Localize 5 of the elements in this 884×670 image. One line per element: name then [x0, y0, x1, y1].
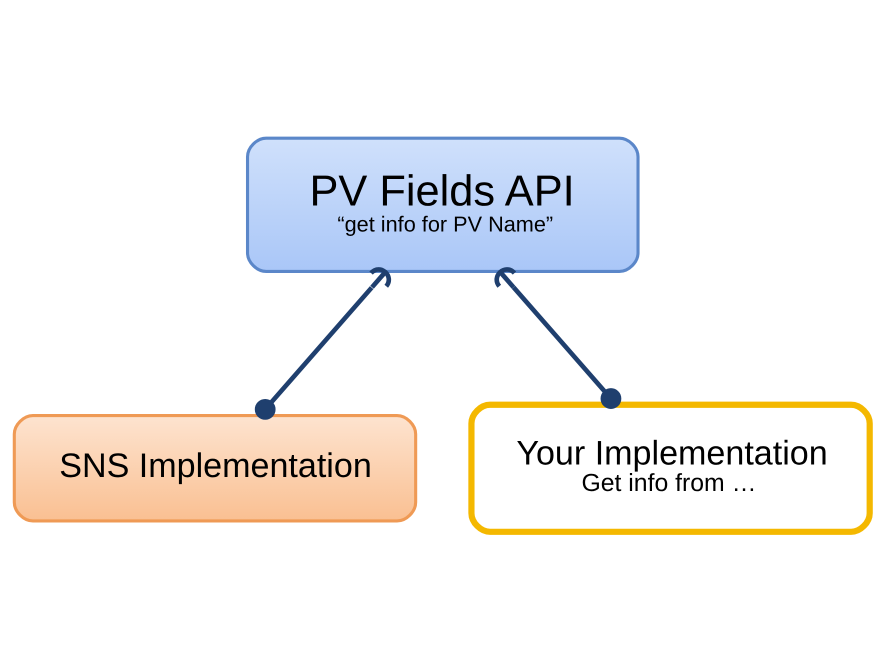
node-box: SNS Implementation	[12, 414, 418, 522]
connector	[254, 267, 392, 420]
node-box: PV Fields API “get info for PV Name”	[246, 136, 640, 274]
connector	[494, 267, 622, 409]
node-box: Your Implementation Get info from …	[468, 402, 873, 535]
